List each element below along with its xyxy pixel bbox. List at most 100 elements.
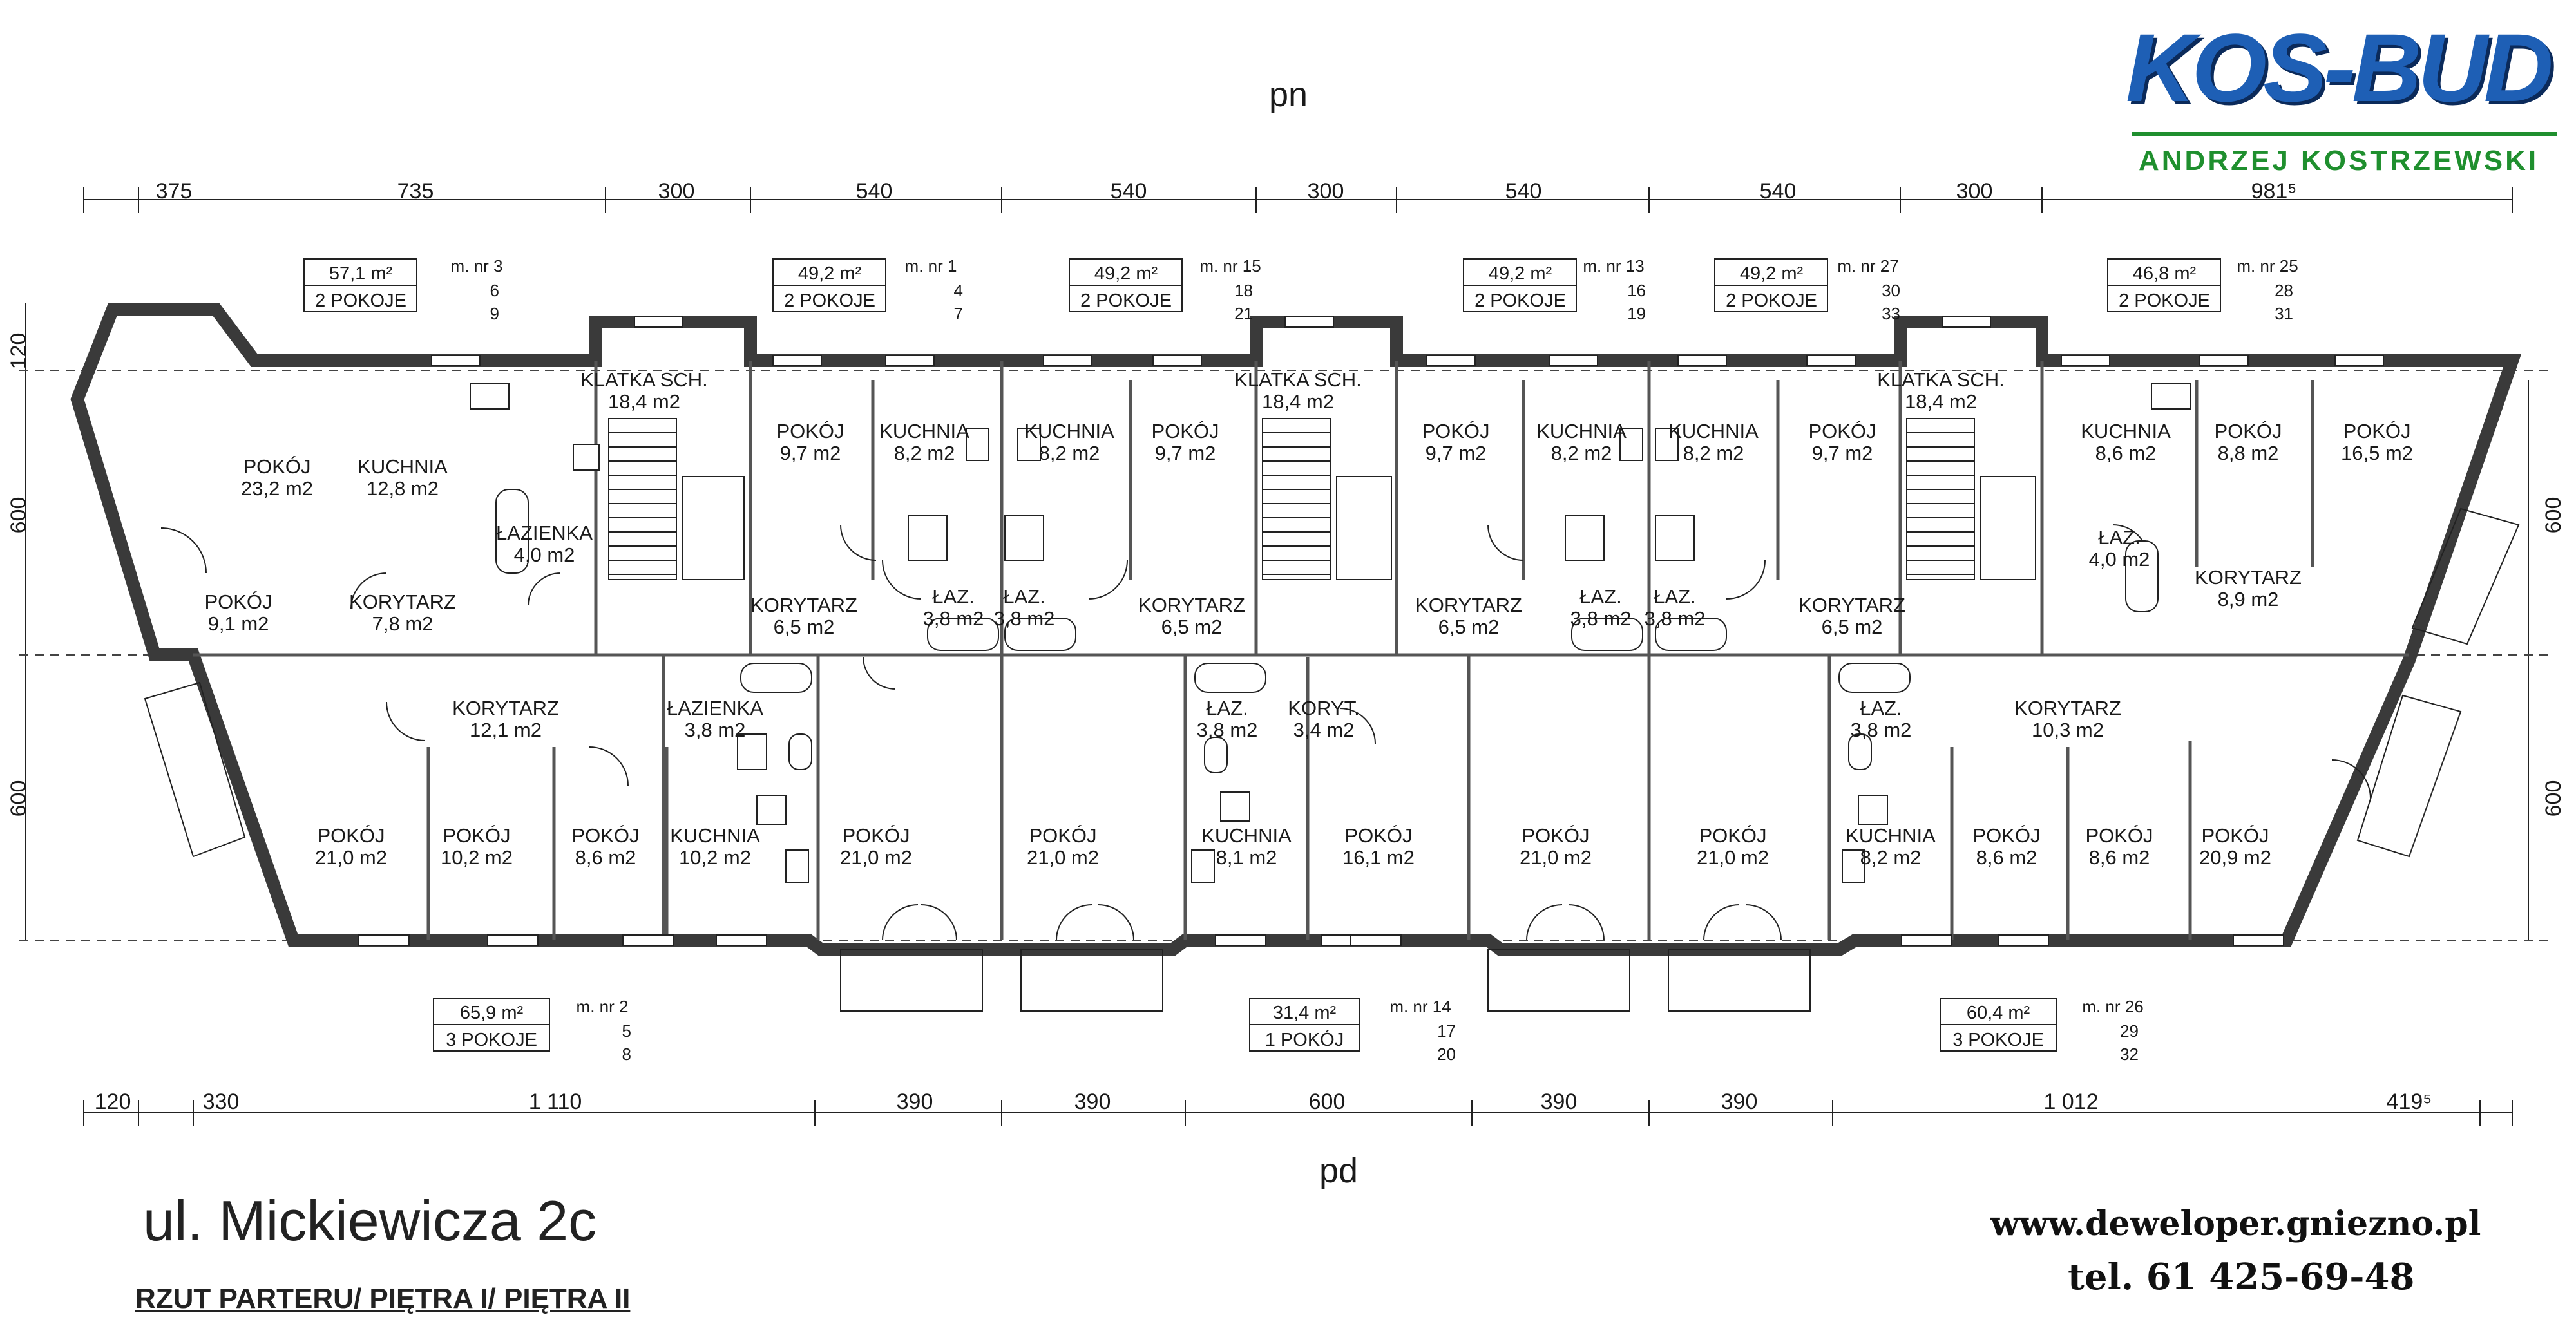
room-area: 8,1 m2 bbox=[1216, 846, 1277, 869]
window bbox=[2334, 355, 2384, 366]
room-name: POKÓJ bbox=[1344, 824, 1412, 847]
apartment-number: 9 bbox=[490, 304, 499, 323]
room-name: KORYTARZ bbox=[1138, 594, 1245, 616]
room-name: KUCHNIA bbox=[2081, 420, 2171, 442]
compass-north: pn bbox=[1269, 75, 1308, 114]
apartment-number: m. nr 15 bbox=[1199, 256, 1261, 276]
room-name: POKÓJ bbox=[443, 824, 510, 847]
room-name: POKÓJ bbox=[317, 824, 385, 847]
room-name: KORYTARZ bbox=[2014, 697, 2121, 719]
dim-top-5: 540 bbox=[1111, 179, 1147, 203]
room-area: 9,7 m2 bbox=[1812, 442, 1873, 464]
logo-brand: KOS-BUD bbox=[2126, 14, 2553, 122]
dim-left-2: 600 bbox=[6, 497, 31, 534]
room-area: 12,1 m2 bbox=[470, 719, 542, 741]
dim-bottom-1: 120 bbox=[95, 1090, 131, 1114]
dim-top-8: 540 bbox=[1760, 179, 1797, 203]
company-logo: KOS-BUD ANDRZEJ KOSTRZEWSKI bbox=[2126, 19, 2564, 180]
window bbox=[634, 316, 683, 328]
room-name: POKÓJ bbox=[776, 420, 844, 442]
room-name: ŁAZ. bbox=[932, 585, 974, 608]
room-name: KORYTARZ bbox=[750, 594, 857, 616]
window bbox=[487, 934, 539, 946]
staircases bbox=[608, 418, 2036, 580]
room-name: KUCHNIA bbox=[1536, 420, 1627, 442]
dim-top-10: 981⁵ bbox=[2251, 179, 2297, 203]
dim-top-9: 300 bbox=[1956, 179, 1993, 203]
dim-bottom-3: 1 110 bbox=[529, 1090, 582, 1114]
window bbox=[1284, 316, 1334, 328]
dim-bottom-9: 1 012 bbox=[2043, 1090, 2098, 1114]
apartment-number: m. nr 27 bbox=[1837, 256, 1898, 276]
window bbox=[2233, 934, 2284, 946]
dim-top-1: 375 bbox=[156, 179, 193, 203]
apartment-number: 6 bbox=[490, 281, 499, 300]
room-name: KUCHNIA bbox=[1846, 824, 1936, 847]
website-url[interactable]: www.deweloper.gniezno.pl bbox=[1990, 1204, 2481, 1244]
room-name: KLATKA SCH. bbox=[580, 368, 708, 391]
apartment-rooms: 2 POKOJE bbox=[1080, 290, 1172, 311]
room-name: POKÓJ bbox=[243, 455, 310, 478]
room-name: KORYT. bbox=[1288, 697, 1359, 719]
room-name: KUCHNIA bbox=[358, 455, 448, 478]
room-name: KUCHNIA bbox=[1668, 420, 1759, 442]
apartment-rooms: 2 POKOJE bbox=[315, 290, 406, 311]
room-name: KUCHNIA bbox=[879, 420, 969, 442]
balconies bbox=[144, 507, 2520, 1012]
window bbox=[1901, 934, 1952, 946]
dim-bottom-4: 390 bbox=[897, 1090, 933, 1114]
apartment-number: 4 bbox=[954, 281, 963, 300]
phone-number[interactable]: tel. 61 425-69-48 bbox=[2068, 1256, 2415, 1298]
room-area: 8,9 m2 bbox=[2218, 588, 2279, 610]
room-area: 3,8 m2 bbox=[685, 719, 746, 741]
apartment-number: m. nr 13 bbox=[1583, 256, 1644, 276]
dim-right-2: 600 bbox=[2541, 780, 2566, 817]
apartment-area: 46,8 m² bbox=[2133, 263, 2197, 284]
window bbox=[1426, 355, 1476, 366]
room-area: 9,1 m2 bbox=[208, 612, 269, 635]
room-area: 8,2 m2 bbox=[894, 442, 955, 464]
room-area: 7,8 m2 bbox=[372, 612, 434, 635]
room-name: POKÓJ bbox=[1151, 420, 1219, 442]
room-area: 8,6 m2 bbox=[575, 846, 636, 869]
room-name: KLATKA SCH. bbox=[1877, 368, 2005, 391]
room-area: 8,6 m2 bbox=[2095, 442, 2157, 464]
room-name: KORYTARZ bbox=[452, 697, 559, 719]
window bbox=[1215, 934, 1266, 946]
room-area: 23,2 m2 bbox=[241, 477, 313, 500]
apartment-number: m. nr 3 bbox=[451, 256, 503, 276]
apartment-info: 65,9 m² 3 POKOJE m. nr 2 5 8 bbox=[433, 997, 631, 1064]
room-area: 9,7 m2 bbox=[780, 442, 841, 464]
dim-top-3: 300 bbox=[658, 179, 695, 203]
dim-bottom-6: 600 bbox=[1309, 1090, 1346, 1114]
room-name: ŁAZ. bbox=[1860, 697, 1902, 719]
room-name: ŁAZIENKA bbox=[496, 522, 593, 544]
apartment-rooms: 2 POKOJE bbox=[1474, 290, 1566, 311]
window bbox=[2061, 355, 2110, 366]
window bbox=[1549, 355, 1598, 366]
window bbox=[1677, 355, 1727, 366]
window bbox=[1806, 355, 1856, 366]
apartment-number: 32 bbox=[2120, 1045, 2139, 1064]
dim-left-1: 120 bbox=[6, 333, 31, 370]
window bbox=[1152, 355, 1202, 366]
room-area: 3,8 m2 bbox=[1851, 719, 1912, 741]
room-area: 8,2 m2 bbox=[1683, 442, 1744, 464]
room-area: 18,4 m2 bbox=[1905, 390, 1977, 413]
dim-bottom-8: 390 bbox=[1721, 1090, 1758, 1114]
room-area: 8,6 m2 bbox=[1976, 846, 2037, 869]
bathroom-fixtures bbox=[495, 489, 2159, 773]
room-name: ŁAZIENKA bbox=[667, 697, 763, 719]
logo-underline bbox=[2132, 132, 2557, 136]
room-area: 9,7 m2 bbox=[1155, 442, 1216, 464]
apartment-area: 65,9 m² bbox=[460, 1003, 524, 1023]
room-name: POKÓJ bbox=[1699, 824, 1766, 847]
dim-bottom-2: 330 bbox=[203, 1090, 240, 1114]
apartment-number: 18 bbox=[1234, 281, 1253, 300]
room-area: 10,2 m2 bbox=[679, 846, 751, 869]
room-area: 3,8 m2 bbox=[923, 607, 984, 630]
room-name: POKÓJ bbox=[1522, 824, 1589, 847]
room-area: 16,5 m2 bbox=[2341, 442, 2413, 464]
dim-top-6: 300 bbox=[1308, 179, 1344, 203]
room-area: 8,6 m2 bbox=[2089, 846, 2150, 869]
